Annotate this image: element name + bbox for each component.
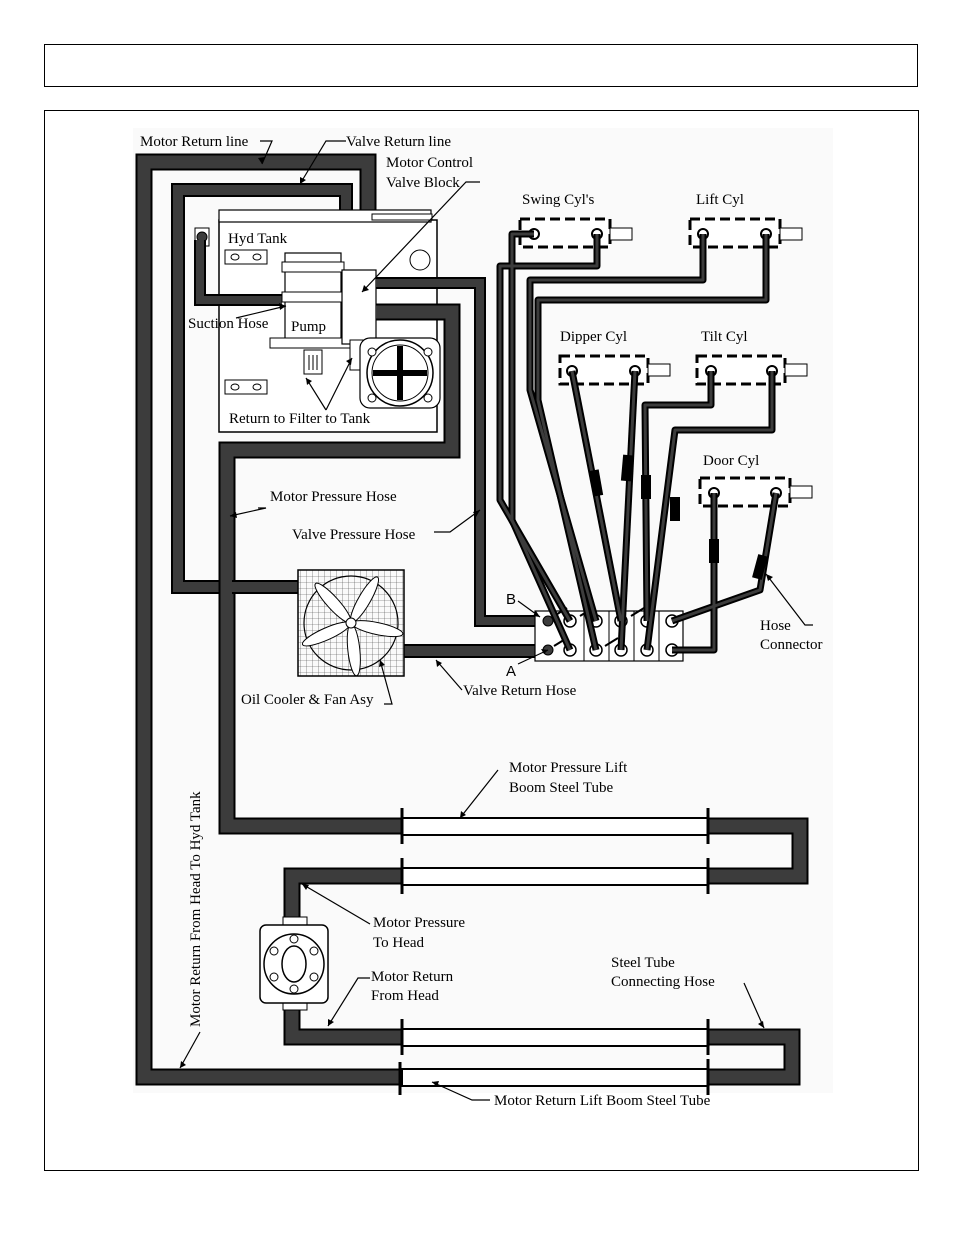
- label-motor-pressure-lift-1: Motor Pressure Lift: [509, 760, 628, 776]
- label-steel-tube-hose-1: Steel Tube: [611, 955, 675, 971]
- header-box: [44, 44, 918, 87]
- tank-cap-icon: [409, 249, 431, 271]
- label-motor-return-lift: Motor Return Lift Boom Steel Tube: [494, 1093, 711, 1109]
- label-port-b: B: [506, 591, 516, 608]
- label-swing-cyls: Swing Cyl's: [522, 192, 594, 208]
- label-hyd-tank: Hyd Tank: [228, 231, 288, 247]
- label-door-cyl: Door Cyl: [703, 453, 759, 469]
- label-motor-return-head-1: Motor Return: [371, 969, 454, 985]
- label-valve-return-line: Valve Return line: [346, 134, 451, 150]
- label-lift-cyl: Lift Cyl: [696, 192, 744, 208]
- diagram-frame: [44, 110, 919, 1171]
- label-pump: Pump: [291, 319, 326, 335]
- label-motor-return-head-2: From Head: [371, 988, 439, 1004]
- cylinder-hoses: [496, 230, 780, 654]
- label-valve-pressure-hose: Valve Pressure Hose: [292, 527, 416, 543]
- label-tilt-cyl: Tilt Cyl: [701, 329, 748, 345]
- leader-lines: [179, 140, 813, 1101]
- head-motor: [259, 916, 329, 1011]
- label-hose-connector-1: Hose: [760, 618, 791, 634]
- label-motor-pressure-head-1: Motor Pressure: [373, 915, 465, 931]
- lift-boom-tubes: [283, 808, 809, 1095]
- label-motor-return-line: Motor Return line: [140, 134, 249, 150]
- label-oil-cooler: Oil Cooler & Fan Asy: [241, 692, 374, 708]
- label-return-to-filter: Return to Filter to Tank: [229, 411, 371, 427]
- label-motor-control-1: Motor Control: [386, 155, 473, 171]
- label-motor-control-2: Valve Block: [386, 175, 460, 191]
- label-port-a: A: [506, 663, 516, 680]
- label-steel-tube-hose-2: Connecting Hose: [611, 974, 715, 990]
- label-motor-pressure-lift-2: Boom Steel Tube: [509, 780, 614, 796]
- label-valve-return-hose: Valve Return Hose: [463, 683, 577, 699]
- pump: [269, 252, 351, 375]
- label-motor-pressure-head-2: To Head: [373, 935, 425, 951]
- motor-control-valve-block: [341, 269, 377, 345]
- oil-cooler-fan: [297, 569, 405, 677]
- label-hose-connector-2: Connector: [760, 637, 822, 653]
- arrowheads: [180, 157, 773, 1087]
- label-motor-return-vertical: Motor Return From Head To Hyd Tank: [188, 791, 204, 1027]
- return-filter: [359, 337, 441, 409]
- label-dipper-cyl: Dipper Cyl: [560, 329, 627, 345]
- label-motor-pressure-hose: Motor Pressure Hose: [270, 489, 397, 505]
- label-suction-hose: Suction Hose: [188, 316, 269, 332]
